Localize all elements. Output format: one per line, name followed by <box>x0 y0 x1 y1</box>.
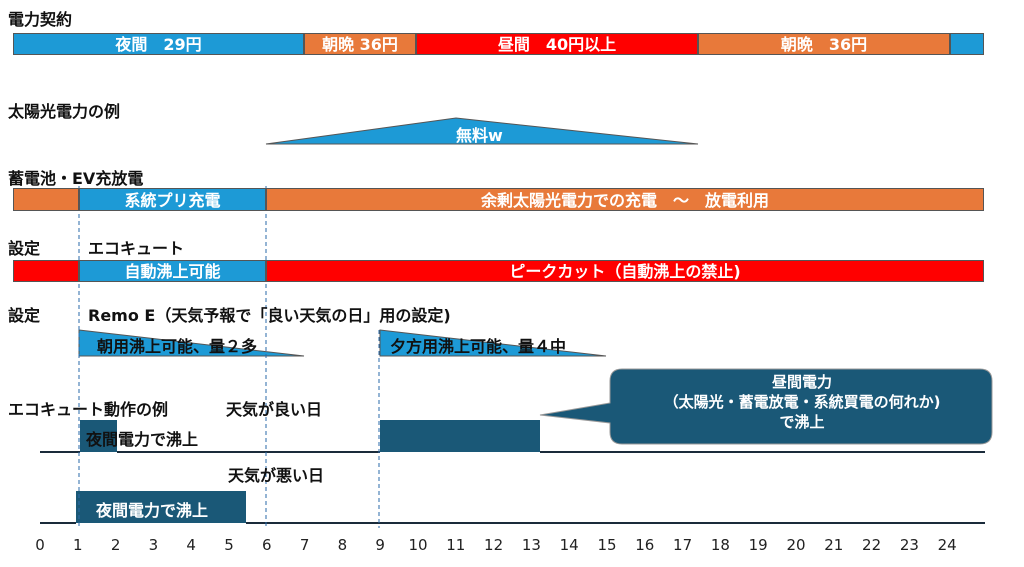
remo-morning-label: 朝用沸上可能、量２多 <box>97 337 258 356</box>
hour-tick-18: 18 <box>710 536 730 554</box>
contract-night-segment: 夜間 29円 <box>13 33 304 55</box>
hour-tick-14: 14 <box>559 536 579 554</box>
hour-tick-16: 16 <box>635 536 655 554</box>
hour-tick-22: 22 <box>862 536 882 554</box>
hour-tick-1: 1 <box>73 536 83 554</box>
label-good-day: 天気が良い日 <box>226 400 323 419</box>
solar-triangle <box>265 117 699 145</box>
good-day-night-block <box>80 420 117 452</box>
callout-bubble <box>539 368 993 445</box>
section-label-contract: 電力契約 <box>8 10 73 29</box>
hour-tick-17: 17 <box>673 536 693 554</box>
hour-tick-0: 0 <box>35 536 45 554</box>
hour-tick-3: 3 <box>148 536 159 554</box>
hour-tick-24: 24 <box>937 536 957 554</box>
battery-precharge-segment: 系統プリ充電 <box>79 188 266 211</box>
solar-free-label: 無料w <box>456 126 503 145</box>
callout-line-1: 昼間電力 <box>771 373 832 391</box>
bad-day-night-label: 夜間電力で沸上 <box>96 501 209 520</box>
ecocute-auto-ok-segment: 自動沸上可能 <box>79 260 266 282</box>
hour-tick-23: 23 <box>899 536 919 554</box>
hour-tick-19: 19 <box>748 536 768 554</box>
hour-tick-21: 21 <box>824 536 844 554</box>
label-bad-day: 天気が悪い日 <box>228 466 325 485</box>
hour-tick-6: 6 <box>262 536 272 554</box>
hour-tick-5: 5 <box>224 536 234 554</box>
section-label-ecocute: エコキュート <box>88 239 185 258</box>
hour-tick-20: 20 <box>786 536 806 554</box>
contract-morning-segment: 朝晩 36円 <box>304 33 416 55</box>
good-day-night-label: 夜間電力で沸上 <box>86 430 199 449</box>
contract-night-tail-segment <box>950 33 984 55</box>
battery-surplus-segment: 余剰太陽光電力での充電 ～ 放電利用 <box>266 188 984 211</box>
good-day-day-block <box>380 420 540 452</box>
callout-line-3: で沸上 <box>779 413 825 431</box>
remo-evening-wedge <box>379 329 607 357</box>
hour-tick-15: 15 <box>597 536 617 554</box>
section-label-battery: 蓄電池・EV充放電 <box>8 169 144 188</box>
hour-tick-4: 4 <box>186 536 196 554</box>
hour-tick-7: 7 <box>299 536 310 554</box>
remo-evening-label: 夕方用沸上可能、量４中 <box>390 337 567 356</box>
ecocute-peak-cut-segment: ピークカット（自動沸上の禁止) <box>266 260 984 282</box>
hour-tick-13: 13 <box>521 536 541 554</box>
hour-tick-10: 10 <box>408 536 428 554</box>
hour-tick-11: 11 <box>446 536 466 554</box>
section-label-setting: 設定 <box>8 239 41 258</box>
hour-tick-12: 12 <box>484 536 504 554</box>
hour-tick-9: 9 <box>375 536 385 554</box>
section-label-setting: 設定 <box>8 306 41 325</box>
callout-line-2: （太陽光・蓄電放電・系統買電の何れか) <box>663 393 941 411</box>
battery-lead-segment <box>13 188 79 211</box>
hour-tick-2: 2 <box>110 536 121 554</box>
contract-evening-segment: 朝晩 36円 <box>698 33 950 55</box>
section-label-example: エコキュート動作の例 <box>8 400 169 419</box>
hour-tick-8: 8 <box>337 536 348 554</box>
contract-day-segment: 昼間 40円以上 <box>416 33 698 55</box>
callout-text: 昼間電力 （太陽光・蓄電放電・系統買電の何れか) で沸上 <box>612 372 992 432</box>
section-label-solar: 太陽光電力の例 <box>8 102 121 121</box>
section-label-remo: Remo E（天気予報で「良い天気の日」用の設定) <box>88 306 451 325</box>
ecocute-lead-segment <box>13 260 79 282</box>
bad-day-night-block <box>76 491 246 523</box>
